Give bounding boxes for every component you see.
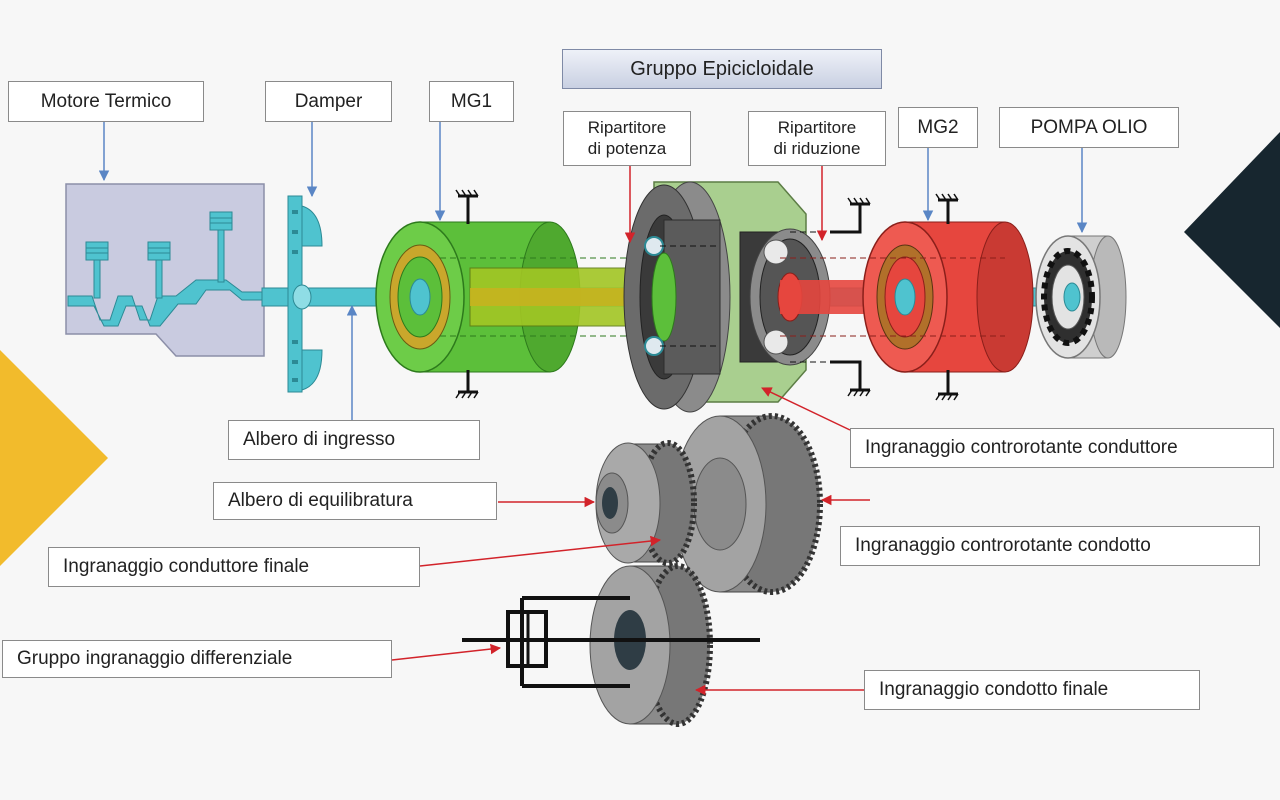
mg2-motor [780,221,1034,373]
label-ripartitore-potenza-line2: di potenza [587,138,667,158]
label-controrotante-conduttore: Ingranaggio controrotante conduttore [850,428,1274,468]
label-ripartitore-potenza-line1: Ripartitore [587,118,667,138]
label-condotto-finale: Ingranaggio condotto finale [864,670,1200,710]
label-ingranaggio-conduttore-finale: Ingranaggio conduttore finale [48,547,420,587]
balance-shaft-gear [595,440,697,566]
navy-corner-triangle [1184,132,1280,328]
label-ripartitore-potenza: Ripartitore di potenza [563,111,691,166]
label-ripartitore-riduzione-line2: di riduzione [773,138,861,158]
label-ripartitore-riduzione: Ripartitore di riduzione [748,111,886,166]
label-pointers-blue [98,122,1088,420]
counter-driven-gear [673,413,823,595]
label-mg1: MG1 [429,81,514,122]
label-mg2: MG2 [898,107,978,148]
label-ripartitore-riduzione-line1: Ripartitore [777,118,857,138]
engine-block [65,183,291,357]
label-gruppo-differenziale: Gruppo ingranaggio differenziale [2,640,392,678]
label-controrotante-condotto: Ingranaggio controrotante condotto [840,526,1260,566]
label-motore-termico: Motore Termico [8,81,204,122]
damper [287,195,323,393]
differential-gear-group [462,596,760,688]
label-pompa-olio: POMPA OLIO [999,107,1179,148]
planetary-group-title: Gruppo Epicicloidale [562,49,882,89]
label-damper: Damper [265,81,392,122]
ground-symbols [455,189,959,401]
label-pointers-red [391,166,870,696]
oil-pump [1035,235,1127,359]
yellow-corner-triangle [0,350,108,566]
label-albero-equilibratura: Albero di equilibratura [213,482,497,520]
label-albero-ingresso: Albero di ingresso [228,420,480,460]
final-driven-gear [589,563,713,727]
